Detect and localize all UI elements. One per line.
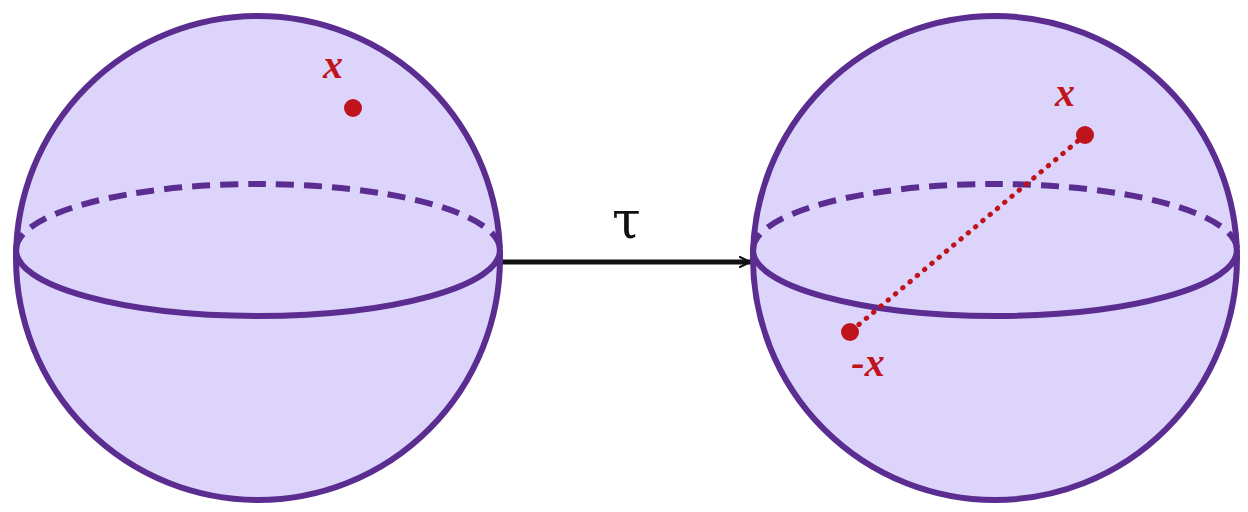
point-dot [344, 99, 362, 117]
equator-back [16, 184, 500, 250]
point-label: x [1055, 73, 1075, 113]
point-label: x [323, 45, 343, 85]
sphere-drawing [750, 13, 1240, 503]
point-dot [841, 323, 859, 341]
point-dot [1076, 126, 1094, 144]
equator-back [753, 184, 1237, 250]
sphere-drawing [13, 13, 503, 503]
sphere: x -x [750, 13, 1240, 503]
equator-front [753, 250, 1237, 316]
equator-front [16, 250, 500, 316]
sphere: x [13, 13, 503, 503]
sphere-outline [753, 16, 1237, 500]
point-label: -x [851, 343, 884, 383]
sphere-outline [16, 16, 500, 500]
map-name: τ [612, 194, 641, 246]
map-arrow [503, 260, 750, 265]
antipodal-line [850, 135, 1085, 332]
